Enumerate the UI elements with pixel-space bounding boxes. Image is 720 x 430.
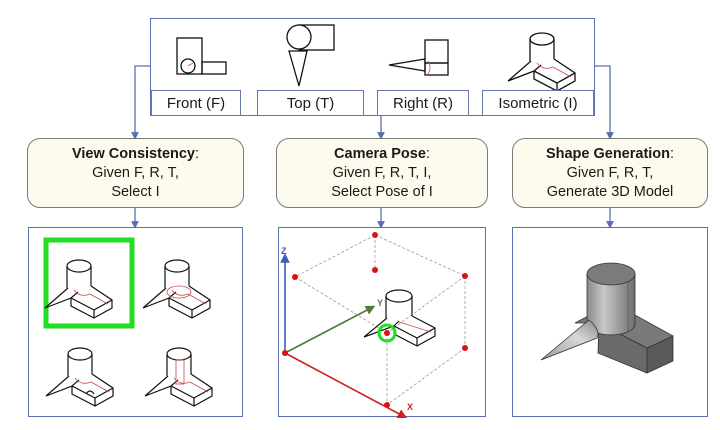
candidate-view-1[interactable] bbox=[44, 259, 113, 319]
cylinder bbox=[586, 262, 636, 336]
selected-candidate-highlight[interactable] bbox=[43, 237, 135, 329]
y-axis-label: Y bbox=[377, 298, 383, 308]
task-title-colon: : bbox=[195, 146, 200, 162]
task-title: Camera Pose bbox=[334, 146, 426, 162]
task-line: Select Pose of I bbox=[331, 184, 433, 200]
candidate-grid bbox=[43, 237, 213, 407]
right-view-drawing bbox=[388, 39, 449, 76]
pose-vertex[interactable] bbox=[282, 350, 288, 356]
camera-pose-panel: Z Y X bbox=[278, 227, 486, 419]
task-title: Shape Generation bbox=[545, 146, 671, 162]
candidate-view-2[interactable] bbox=[142, 259, 211, 319]
camera-pose-diagram: Z Y X bbox=[280, 232, 468, 419]
label-isometric-view: Isometric (I) bbox=[482, 90, 594, 116]
task-line: Select I bbox=[111, 184, 160, 200]
selected-pose-vertex[interactable] bbox=[384, 330, 390, 336]
task-line: Generate 3D Model bbox=[546, 184, 674, 200]
label-right-view: Right (R) bbox=[377, 90, 469, 116]
task-title-colon: : bbox=[670, 146, 675, 162]
task-line: Given F, R, T, I, bbox=[332, 165, 432, 181]
pose-vertex[interactable] bbox=[372, 267, 378, 273]
task-caption-shape-generation: Shape Generation: Given F, R, T, Generat… bbox=[512, 138, 708, 208]
x-axis-label: X bbox=[407, 402, 413, 412]
pose-vertex[interactable] bbox=[372, 232, 378, 238]
connector-to-shape-generation bbox=[595, 65, 614, 140]
top-view-drawing bbox=[286, 24, 335, 87]
z-axis-label: Z bbox=[281, 246, 287, 256]
isometric-view-drawing bbox=[507, 32, 576, 92]
selected-pose-marker[interactable] bbox=[377, 323, 397, 343]
label-front-view: Front (F) bbox=[151, 90, 241, 116]
task-line: Given F, R, T, bbox=[92, 165, 179, 181]
pose-vertex[interactable] bbox=[292, 274, 298, 280]
task-title: View Consistency bbox=[71, 146, 195, 162]
task-line: Given F, R, T, bbox=[566, 165, 654, 181]
view-consistency-panel bbox=[28, 227, 243, 417]
label-top-view: Top (T) bbox=[257, 90, 364, 116]
shape-generation-panel bbox=[512, 227, 708, 417]
isometric-shape bbox=[363, 289, 436, 347]
y-axis bbox=[284, 305, 376, 354]
x-axis bbox=[284, 352, 408, 419]
front-view-drawing bbox=[176, 37, 227, 75]
generated-3d-model bbox=[540, 262, 674, 374]
task-title-colon: : bbox=[425, 146, 430, 162]
candidate-view-3[interactable] bbox=[45, 347, 114, 407]
camera-pose-vertices[interactable] bbox=[282, 232, 468, 408]
pose-vertex[interactable] bbox=[384, 402, 390, 408]
task-caption-camera-pose: Camera Pose: Given F, R, T, I, Select Po… bbox=[276, 138, 488, 208]
bounding-cube-edges bbox=[294, 234, 466, 406]
connector-to-view-consistency bbox=[131, 65, 150, 140]
cone bbox=[540, 319, 599, 361]
task-caption-view-consistency: View Consistency: Given F, R, T, Select … bbox=[27, 138, 244, 208]
candidate-view-4[interactable] bbox=[144, 347, 213, 407]
pose-vertex[interactable] bbox=[462, 273, 468, 279]
pose-vertex[interactable] bbox=[462, 345, 468, 351]
input-view-drawings bbox=[176, 24, 576, 92]
